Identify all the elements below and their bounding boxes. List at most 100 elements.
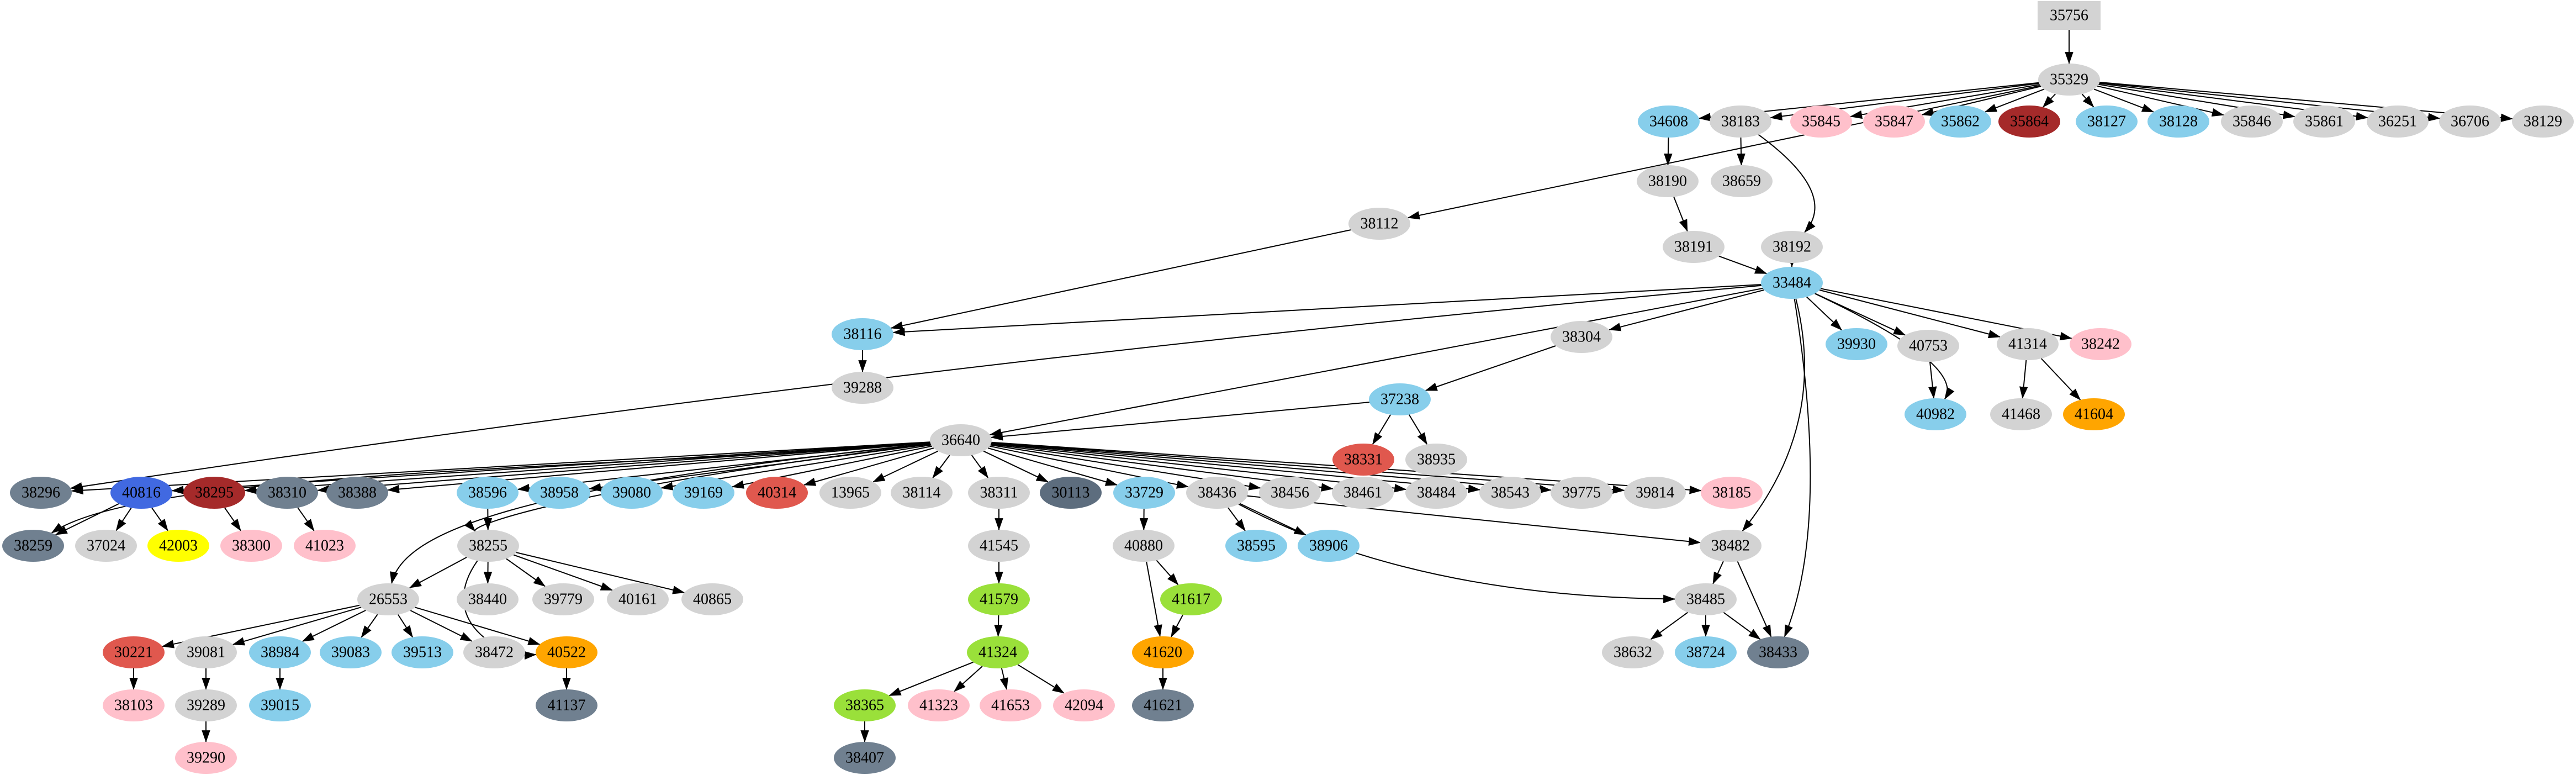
graph-edge-35329-38112 [1407, 85, 2041, 220]
graph-edge-36640-38311 [971, 455, 989, 478]
graph-edge-38304-37238 [1425, 345, 1556, 391]
graph-node-label-41323: 41323 [919, 697, 958, 714]
graph-node-ellipse [2439, 106, 2501, 138]
graph-node-label-38300: 38300 [232, 537, 271, 554]
graph-node-label-40880: 40880 [1124, 537, 1163, 554]
graph-node-label-40522: 40522 [547, 644, 586, 661]
graph-node-label-38114: 38114 [903, 484, 941, 501]
graph-node-33729: 33729 [1113, 477, 1175, 509]
graph-node-label-39288: 39288 [843, 379, 882, 396]
graph-node-ellipse [536, 636, 597, 668]
graph-node-40522: 40522 [536, 636, 597, 668]
graph-node-label-38295: 38295 [195, 484, 234, 501]
graph-node-label-38456: 38456 [1271, 484, 1309, 501]
graph-node-ellipse [681, 583, 743, 615]
graph-node-label-38485: 38485 [1686, 591, 1725, 608]
graph-node-38906: 38906 [1298, 530, 1360, 562]
graph-node-36706: 36706 [2439, 106, 2501, 138]
graph-node-ellipse [1929, 106, 1991, 138]
graph-edge-38436-38482 [1247, 495, 1701, 546]
graph-edge-38482-38433 [1737, 561, 1772, 637]
graph-node-label-34608: 34608 [1649, 113, 1688, 130]
graph-node-ellipse [457, 583, 519, 615]
graph-edge-37238-38331 [1372, 414, 1392, 445]
graph-node-label-38543: 38543 [1491, 484, 1530, 501]
graph-node-ellipse [1905, 398, 1966, 430]
graph-node-label-38984: 38984 [261, 644, 299, 661]
graph-node-30113: 30113 [1040, 477, 1102, 509]
graph-node-38596: 38596 [457, 477, 519, 509]
graph-node-label-38127: 38127 [2087, 113, 2126, 130]
graph-node-38128: 38128 [2147, 106, 2209, 138]
graph-node-ellipse [1710, 106, 1771, 138]
graph-node-ellipse [1053, 689, 1115, 721]
graph-node-label-38259: 38259 [14, 537, 52, 554]
graph-node-label-35846: 35846 [2233, 113, 2271, 130]
graph-node-ellipse [1637, 165, 1699, 197]
graph-node-ellipse [1638, 106, 1700, 138]
graph-edge-33484-39930 [1806, 296, 1842, 331]
graph-node-38724: 38724 [1675, 636, 1737, 668]
graph-node-label-41314: 41314 [2008, 335, 2047, 352]
graph-node-35756: 35756 [2038, 1, 2101, 30]
graph-node-label-41621: 41621 [1144, 697, 1182, 714]
graph-node-label-35862: 35862 [1941, 113, 1980, 130]
graph-node-ellipse [2147, 106, 2209, 138]
graph-node-35846: 35846 [2221, 106, 2283, 138]
graph-node-38114: 38114 [891, 477, 953, 509]
graph-node-ellipse [175, 689, 237, 721]
graph-node-38440: 38440 [457, 583, 519, 615]
graph-node-38482: 38482 [1700, 530, 1762, 562]
graph-node-ellipse [1998, 106, 2060, 138]
graph-node-38456: 38456 [1259, 477, 1321, 509]
graph-node-35862: 35862 [1929, 106, 1991, 138]
graph-node-ellipse [2512, 106, 2574, 138]
graph-node-label-38433: 38433 [1759, 644, 1797, 661]
graph-node-41324: 41324 [967, 636, 1029, 668]
graph-edge-38255-26553 [409, 557, 467, 588]
graph-node-ellipse [1405, 444, 1467, 476]
graph-node-38127: 38127 [2076, 106, 2138, 138]
graph-node-label-38659: 38659 [1722, 172, 1761, 189]
graph-node-ellipse [1332, 477, 1394, 509]
graph-node-ellipse [1348, 208, 1410, 240]
graph-node-40880: 40880 [1113, 530, 1175, 562]
graph-node-ellipse [1711, 165, 1773, 197]
graph-node-label-42094: 42094 [1065, 697, 1103, 714]
graph-edge-38436-38485 [1238, 503, 1676, 603]
graph-node-label-42003: 42003 [159, 537, 198, 554]
graph-node-39513: 39513 [392, 636, 453, 668]
graph-node-39288: 39288 [832, 372, 893, 404]
graph-edge-41324-41653 [999, 668, 1008, 690]
graph-node-38436: 38436 [1186, 477, 1248, 509]
graph-node-41023: 41023 [294, 530, 356, 562]
graph-edge-40753-40982 [1928, 361, 1937, 399]
graph-edge-37238-36640 [991, 402, 1369, 441]
graph-node-35847: 35847 [1863, 106, 1925, 138]
graph-node-ellipse [601, 477, 663, 509]
graph-node-ellipse [1160, 583, 1222, 615]
graph-node-label-41324: 41324 [978, 644, 1017, 661]
graph-node-label-40982: 40982 [1916, 405, 1955, 423]
graph-node-26553: 26553 [357, 583, 419, 615]
graph-edge-38295-38300 [224, 507, 241, 531]
graph-node-label-38192: 38192 [1773, 238, 1811, 255]
graph-edge-26553-39083 [361, 614, 378, 638]
graph-node-label-40753: 40753 [1909, 337, 1948, 354]
graph-node-label-38906: 38906 [1309, 537, 1348, 554]
graph-node-ellipse [1747, 636, 1809, 668]
graph-node-ellipse [1040, 477, 1102, 509]
graph-node-ellipse [2221, 106, 2283, 138]
graph-edge-41324-41323 [954, 666, 983, 692]
graph-node-label-35329: 35329 [2050, 71, 2088, 88]
graph-edge-35329-38127 [2081, 93, 2094, 108]
graph-node-label-39513: 39513 [403, 644, 442, 661]
graph-edge-36640-26553 [390, 442, 931, 584]
graph-node-label-38311: 38311 [980, 484, 1018, 501]
graph-node-label-36640: 36640 [941, 431, 980, 449]
graph-node-label-38632: 38632 [1614, 644, 1652, 661]
graph-node-ellipse [256, 477, 318, 509]
graph-node-ellipse [1186, 477, 1248, 509]
graph-node-30221: 30221 [103, 636, 165, 668]
graph-edge-36640-38259 [51, 442, 930, 534]
